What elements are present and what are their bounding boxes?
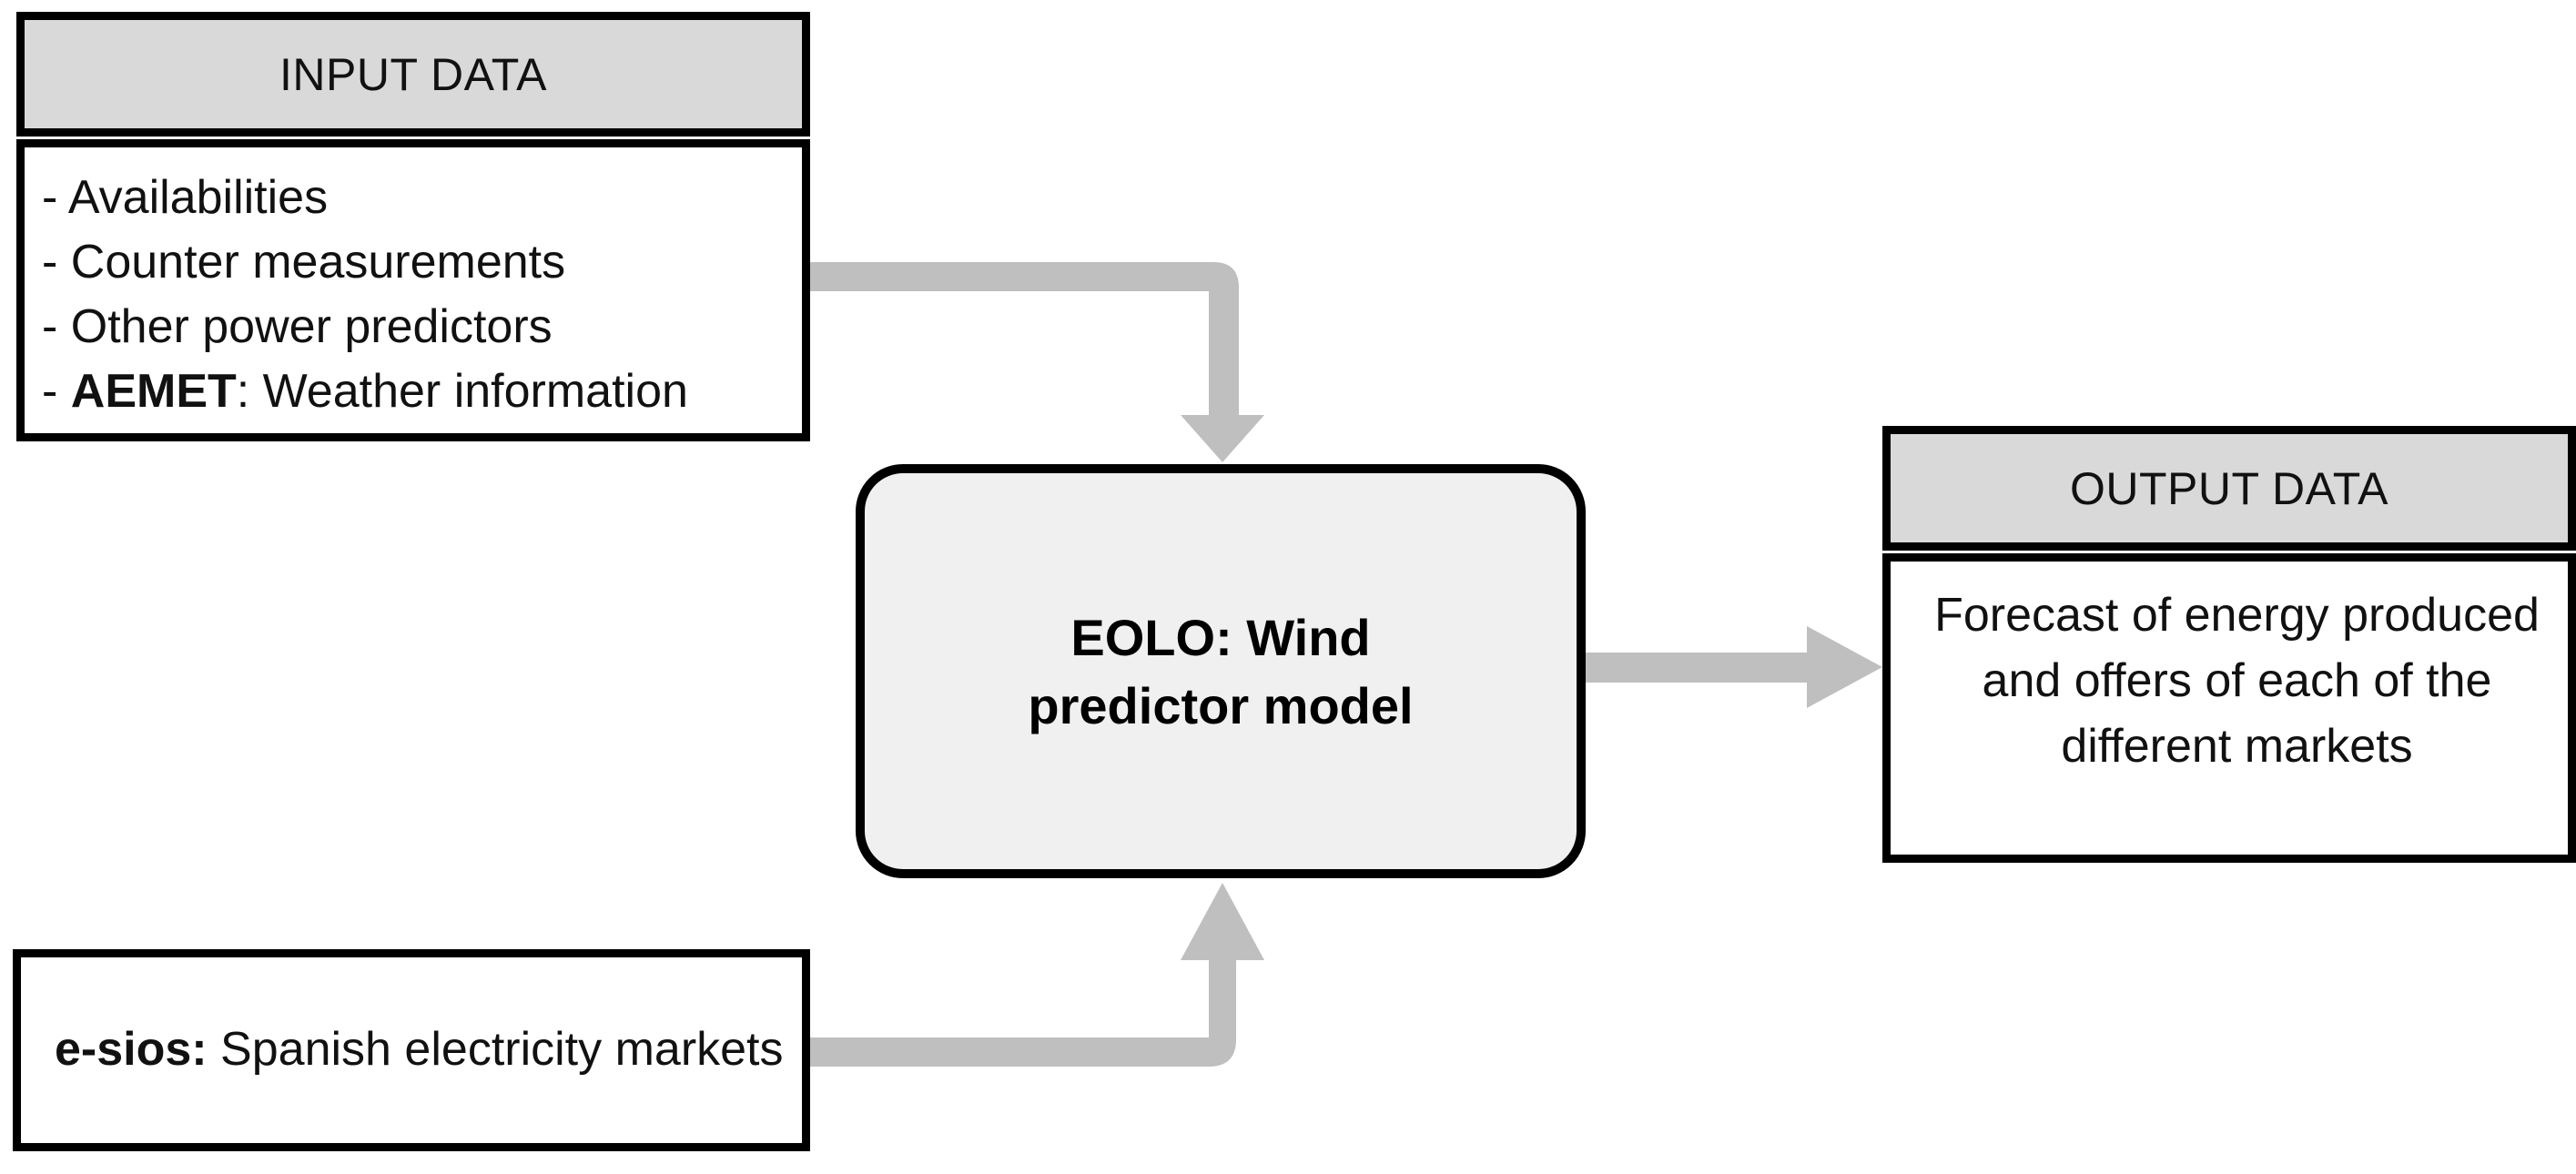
list-item-text: Availabilities	[67, 171, 329, 224]
source-panel-text: e-sios: Spanish electricity markets	[55, 1021, 784, 1078]
input-data-list: - Availabilities - Counter measurements …	[42, 166, 788, 424]
list-item-bold: AEMET	[70, 365, 237, 418]
output-panel-header: OUTPUT DATA	[1882, 426, 2576, 551]
list-item-prefix: -	[42, 236, 71, 288]
list-item-prefix: -	[42, 300, 71, 353]
source-panel-body	[13, 949, 810, 1151]
input-panel-title: INPUT DATA	[279, 48, 547, 100]
list-item: - Availabilities	[42, 166, 788, 230]
list-item-text: Other power predictors	[70, 300, 553, 353]
list-item: - Other power predictors	[42, 295, 788, 359]
source-panel-label: e-sios:	[55, 1023, 208, 1076]
input-panel-header: INPUT DATA	[16, 12, 810, 137]
list-item-prefix: -	[42, 365, 71, 418]
list-item: - Counter measurements	[42, 230, 788, 295]
arrow-input-to-model	[810, 262, 1264, 462]
input-panel-body	[16, 139, 810, 441]
output-panel-body	[1882, 553, 2576, 863]
list-item: - AEMET: Weather information	[42, 359, 788, 424]
process-node-eolo: EOLO: Wind predictor model	[856, 464, 1586, 878]
process-node-label: EOLO: Wind predictor model	[1028, 608, 1414, 734]
output-panel-text: Forecast of energy produced and offers o…	[1934, 589, 2540, 773]
arrow-model-to-output	[1586, 626, 1882, 708]
output-panel-title: OUTPUT DATA	[2070, 462, 2388, 514]
source-panel-description: Spanish electricity markets	[207, 1023, 784, 1076]
list-item-prefix: -	[42, 171, 68, 224]
list-item-text: : Weather information	[236, 365, 688, 418]
list-item-text: Counter measurements	[70, 236, 566, 288]
arrow-source-to-model	[810, 883, 1264, 1067]
